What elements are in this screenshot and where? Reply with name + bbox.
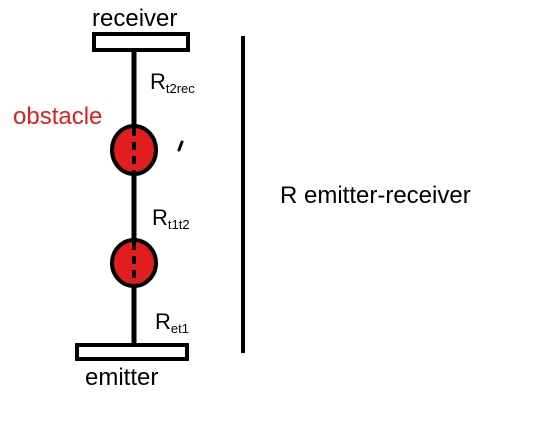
emitter-plate (75, 343, 189, 361)
resistance-t1t2-sub: t1t2 (167, 217, 190, 232)
stray-mark (177, 140, 184, 152)
receiver-label: receiver (92, 5, 178, 32)
resistance-t2rec-main: R (150, 69, 166, 94)
resistance-et1-label: Ret1 (155, 309, 189, 336)
emitter-label: emitter (85, 364, 159, 391)
resistance-t2rec-sub: t2rec (165, 81, 195, 96)
resistance-t1t2-main: R (152, 205, 168, 230)
resistance-et1-sub: et1 (170, 321, 189, 336)
r-emitter-receiver-label: R emitter-receiver (280, 182, 471, 209)
resistance-et1-main: R (155, 309, 171, 334)
obstacle-label: obstacle (13, 103, 103, 130)
resistance-t2rec-label: Rt2rec (150, 69, 195, 96)
receiver-plate (92, 32, 190, 52)
resistance-t1t2-label: Rt1t2 (152, 205, 190, 232)
